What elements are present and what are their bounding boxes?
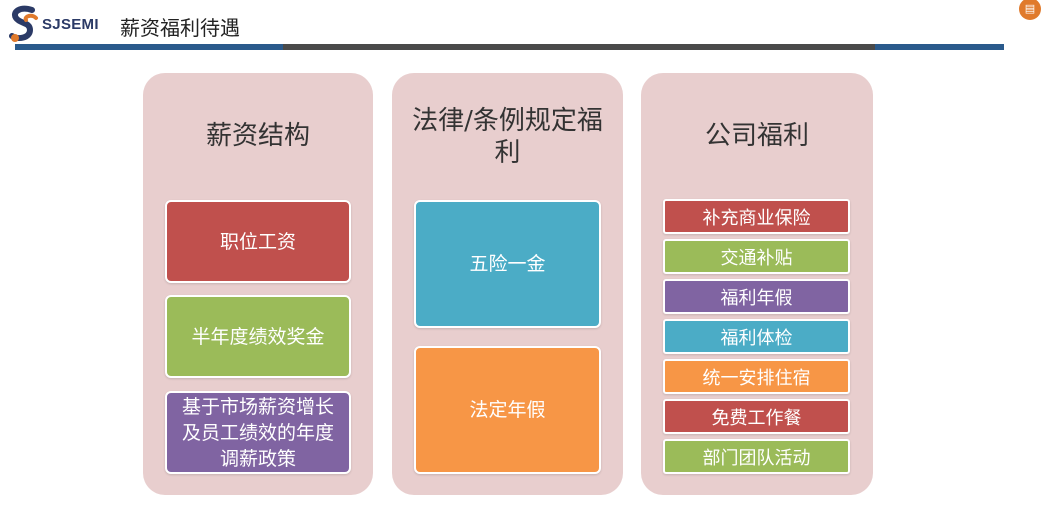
column-title: 法律/条例规定福利 <box>412 106 603 168</box>
item-label: 补充商业保险 <box>702 207 811 229</box>
item-label: 统一安排住宿 <box>702 367 811 389</box>
item-box: 五险一金 <box>414 200 601 328</box>
sjsemi-logo-icon <box>9 5 38 42</box>
item-box: 福利年假 <box>663 279 850 314</box>
header-rule-middle <box>283 44 875 50</box>
item-box: 基于市场薪资增长及员工绩效的年度调薪政策 <box>165 391 351 474</box>
item-label: 半年度绩效奖金 <box>191 325 325 348</box>
column-title: 公司福利 <box>704 121 809 151</box>
item-label: 法定年假 <box>469 399 546 421</box>
item-box: 法定年假 <box>414 346 601 474</box>
item-label: 福利年假 <box>720 287 793 309</box>
item-label: 交通补贴 <box>720 247 793 269</box>
item-box: 部门团队活动 <box>663 439 850 474</box>
item-box: 职位工资 <box>165 200 351 283</box>
item-label: 部门团队活动 <box>702 447 811 469</box>
item-box: 交通补贴 <box>663 239 850 274</box>
item-box: 半年度绩效奖金 <box>165 295 351 378</box>
header-rule-left <box>15 44 283 50</box>
column-company-benefits: 公司福利 补充商业保险 交通补贴 福利年假 福利体检 统一安排住宿 免费工作餐 … <box>641 73 873 495</box>
doc-icon[interactable]: ▤ <box>1019 0 1041 20</box>
brand-name: SJSEMI <box>42 16 99 33</box>
item-label: 职位工资 <box>219 230 296 253</box>
item-box: 福利体检 <box>663 319 850 354</box>
column-title: 薪资结构 <box>205 121 310 151</box>
item-label: 基于市场薪资增长及员工绩效的年度调薪政策 <box>181 395 334 470</box>
column-legal-benefits: 法律/条例规定福利 五险一金 法定年假 <box>392 73 623 495</box>
header-rule-right <box>875 44 1004 50</box>
item-box: 统一安排住宿 <box>663 359 850 394</box>
page-title: 薪资福利待遇 <box>120 16 240 40</box>
item-label: 福利体检 <box>720 327 793 349</box>
column-salary-structure: 薪资结构 职位工资 半年度绩效奖金 基于市场薪资增长及员工绩效的年度调薪政策 <box>143 73 373 495</box>
item-box: 补充商业保险 <box>663 199 850 234</box>
slide-header: SJSEMI 薪资福利待遇 ▤ <box>0 0 1041 52</box>
item-label: 免费工作餐 <box>711 407 802 429</box>
item-box: 免费工作餐 <box>663 399 850 434</box>
item-label: 五险一金 <box>469 253 546 275</box>
